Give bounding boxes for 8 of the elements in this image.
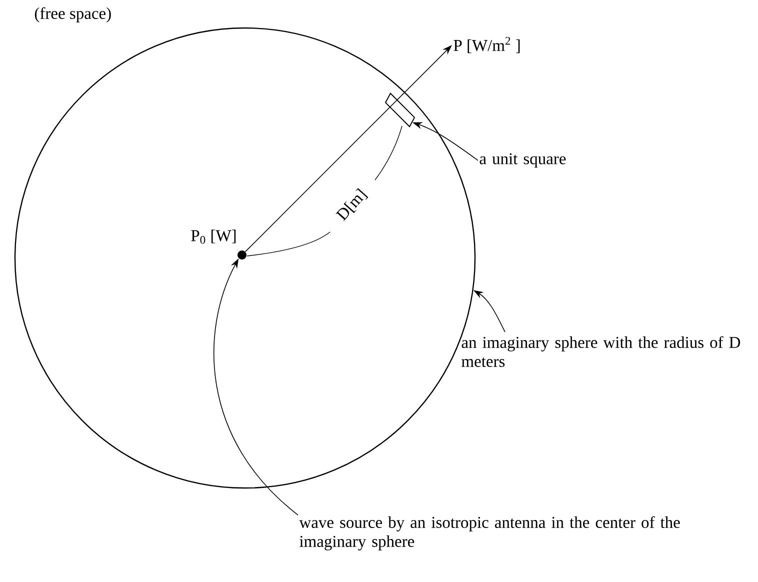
power-density-label: P [W/m$^{2}$ ]	[454, 36, 520, 54]
arrow	[244, 45, 452, 252]
callout-text: a unit square	[480, 153, 566, 168]
source-label: P$_{0}$ [W]	[191, 230, 236, 244]
free-space-label: (free space)	[34, 7, 111, 22]
callout-text: wave source by an isotropic antenna in the center of the imaginary sphere	[299, 516, 680, 550]
callout-text: an imaginary sphere with the radius of D meters	[462, 336, 740, 367]
source-dot	[238, 250, 246, 260]
